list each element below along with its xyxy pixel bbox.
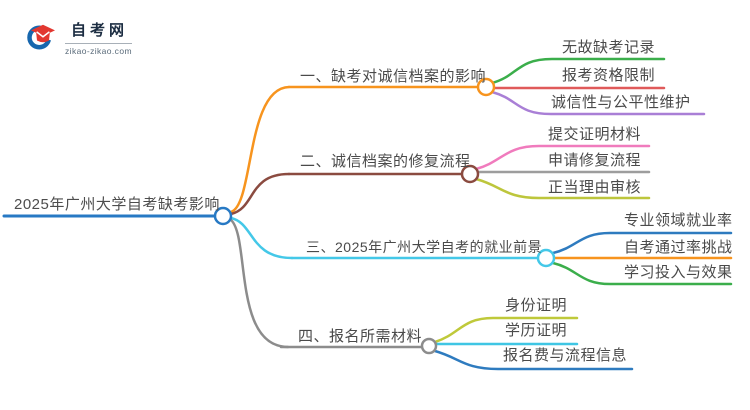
edge-root-branch-1 (229, 85, 291, 214)
branch-3-child-1-line (551, 231, 733, 255)
branch-3-child-1-label: 专业领域就业率 (624, 212, 733, 229)
branch-2-label: 二、诚信档案的修复流程 (300, 153, 471, 170)
branch-4-label: 四、报名所需材料 (298, 328, 423, 345)
branch-2-child-3-line (474, 177, 651, 200)
branch-4-child-2-label: 学历证明 (505, 322, 568, 339)
site-logo: 自考网 zikao-zikao.com (25, 19, 132, 56)
edge-root-branch-2 (229, 172, 291, 216)
branch-1-child-2-label: 报考资格限制 (562, 67, 656, 84)
site-domain: zikao-zikao.com (65, 46, 132, 56)
edge-root-branch-4 (229, 218, 290, 349)
branch-2-child-1-line (474, 144, 651, 171)
logo-text-block: 自考网 zikao-zikao.com (65, 19, 132, 56)
branch-1-child-1-line (490, 57, 666, 85)
branch-3-child-3-line (551, 261, 733, 286)
branch-2-child-3-label: 正当理由审核 (548, 179, 642, 196)
branch-3-label: 三、2025年广州大学自考的就业前景 (306, 239, 543, 255)
branch-1-child-1-label: 无故缺考记录 (562, 39, 656, 56)
root-node-circle (213, 206, 233, 226)
branch-2-node-circle (460, 164, 480, 184)
branch-4-child-3-label: 报名费与流程信息 (503, 347, 628, 364)
branch-1-child-3-label: 诚信性与公平性维护 (551, 94, 691, 111)
branch-3-child-3-label: 学习投入与效果 (624, 264, 733, 281)
branch-1-label: 一、缺考对诚信档案的影响 (300, 68, 487, 85)
branch-4-child-1-label: 身份证明 (505, 297, 568, 314)
branch-3-child-2-label: 自考通过率挑战 (624, 239, 733, 256)
branch-1-child-3-line (490, 90, 706, 116)
branch-4-node-circle (420, 337, 438, 355)
root-topic-label: 2025年广州大学自考缺考影响 (14, 196, 220, 213)
edge-root-branch-3 (229, 216, 294, 260)
branch-2-child-1-label: 提交证明材料 (548, 126, 642, 143)
site-name: 自考网 (65, 19, 132, 44)
branch-1-node-circle (476, 77, 496, 97)
branch-4-child-3-line (433, 349, 634, 371)
graduation-cap-logo-icon (27, 24, 58, 50)
branch-2-child-2-label: 申请修复流程 (548, 152, 642, 169)
branch-4-child-1-line (433, 316, 579, 344)
branch-3-node-circle (536, 248, 556, 268)
